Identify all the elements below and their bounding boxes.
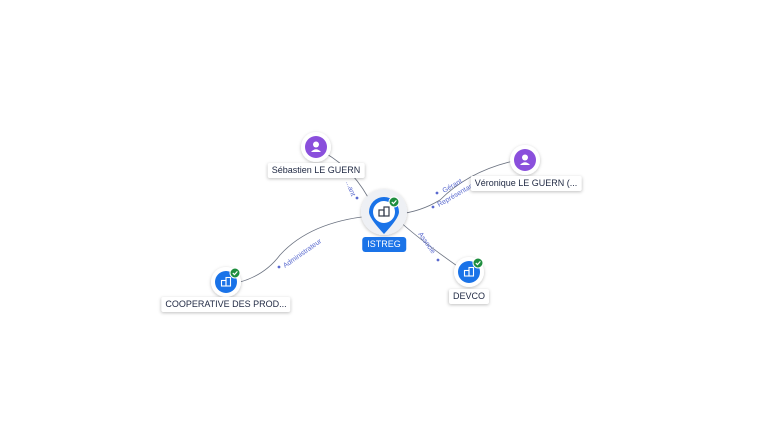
building-icon	[463, 266, 475, 277]
verified-icon	[472, 257, 484, 269]
node-label-sebastien[interactable]: Sébastien LE GUERN	[267, 163, 365, 178]
edge-arrow	[355, 196, 359, 200]
edge-label-associe: Associé	[416, 231, 436, 255]
node-label-devco[interactable]: DEVCO	[448, 289, 490, 304]
person-icon	[520, 154, 530, 165]
edge-istreg-cooperative	[239, 215, 371, 283]
edge-arrow	[431, 205, 435, 209]
building-icon	[378, 206, 390, 217]
edge-arrow	[436, 258, 440, 262]
edge-sebastien-istreg	[324, 152, 373, 206]
edge-arrow	[435, 191, 439, 195]
node-istreg[interactable]	[361, 189, 407, 235]
verified-icon	[388, 196, 400, 208]
edge-arrow	[277, 265, 281, 269]
edge-veronique-istreg	[397, 159, 519, 215]
edge-label-sebastien-istreg: ...ant	[344, 180, 356, 197]
building-icon	[220, 276, 232, 287]
node-label-istreg[interactable]: ISTREG	[362, 237, 406, 252]
node-veronique[interactable]	[510, 145, 540, 175]
person-icon	[311, 141, 321, 152]
node-label-veronique[interactable]: Véronique LE GUERN (...	[470, 176, 582, 191]
node-cooperative[interactable]	[211, 267, 241, 297]
verified-icon	[229, 267, 241, 279]
edge-label-administrateur: Administrateur	[282, 238, 324, 270]
node-devco[interactable]	[454, 257, 484, 287]
node-sebastien[interactable]	[301, 132, 331, 162]
node-label-cooperative[interactable]: COOPERATIVE DES PROD...	[161, 297, 291, 312]
